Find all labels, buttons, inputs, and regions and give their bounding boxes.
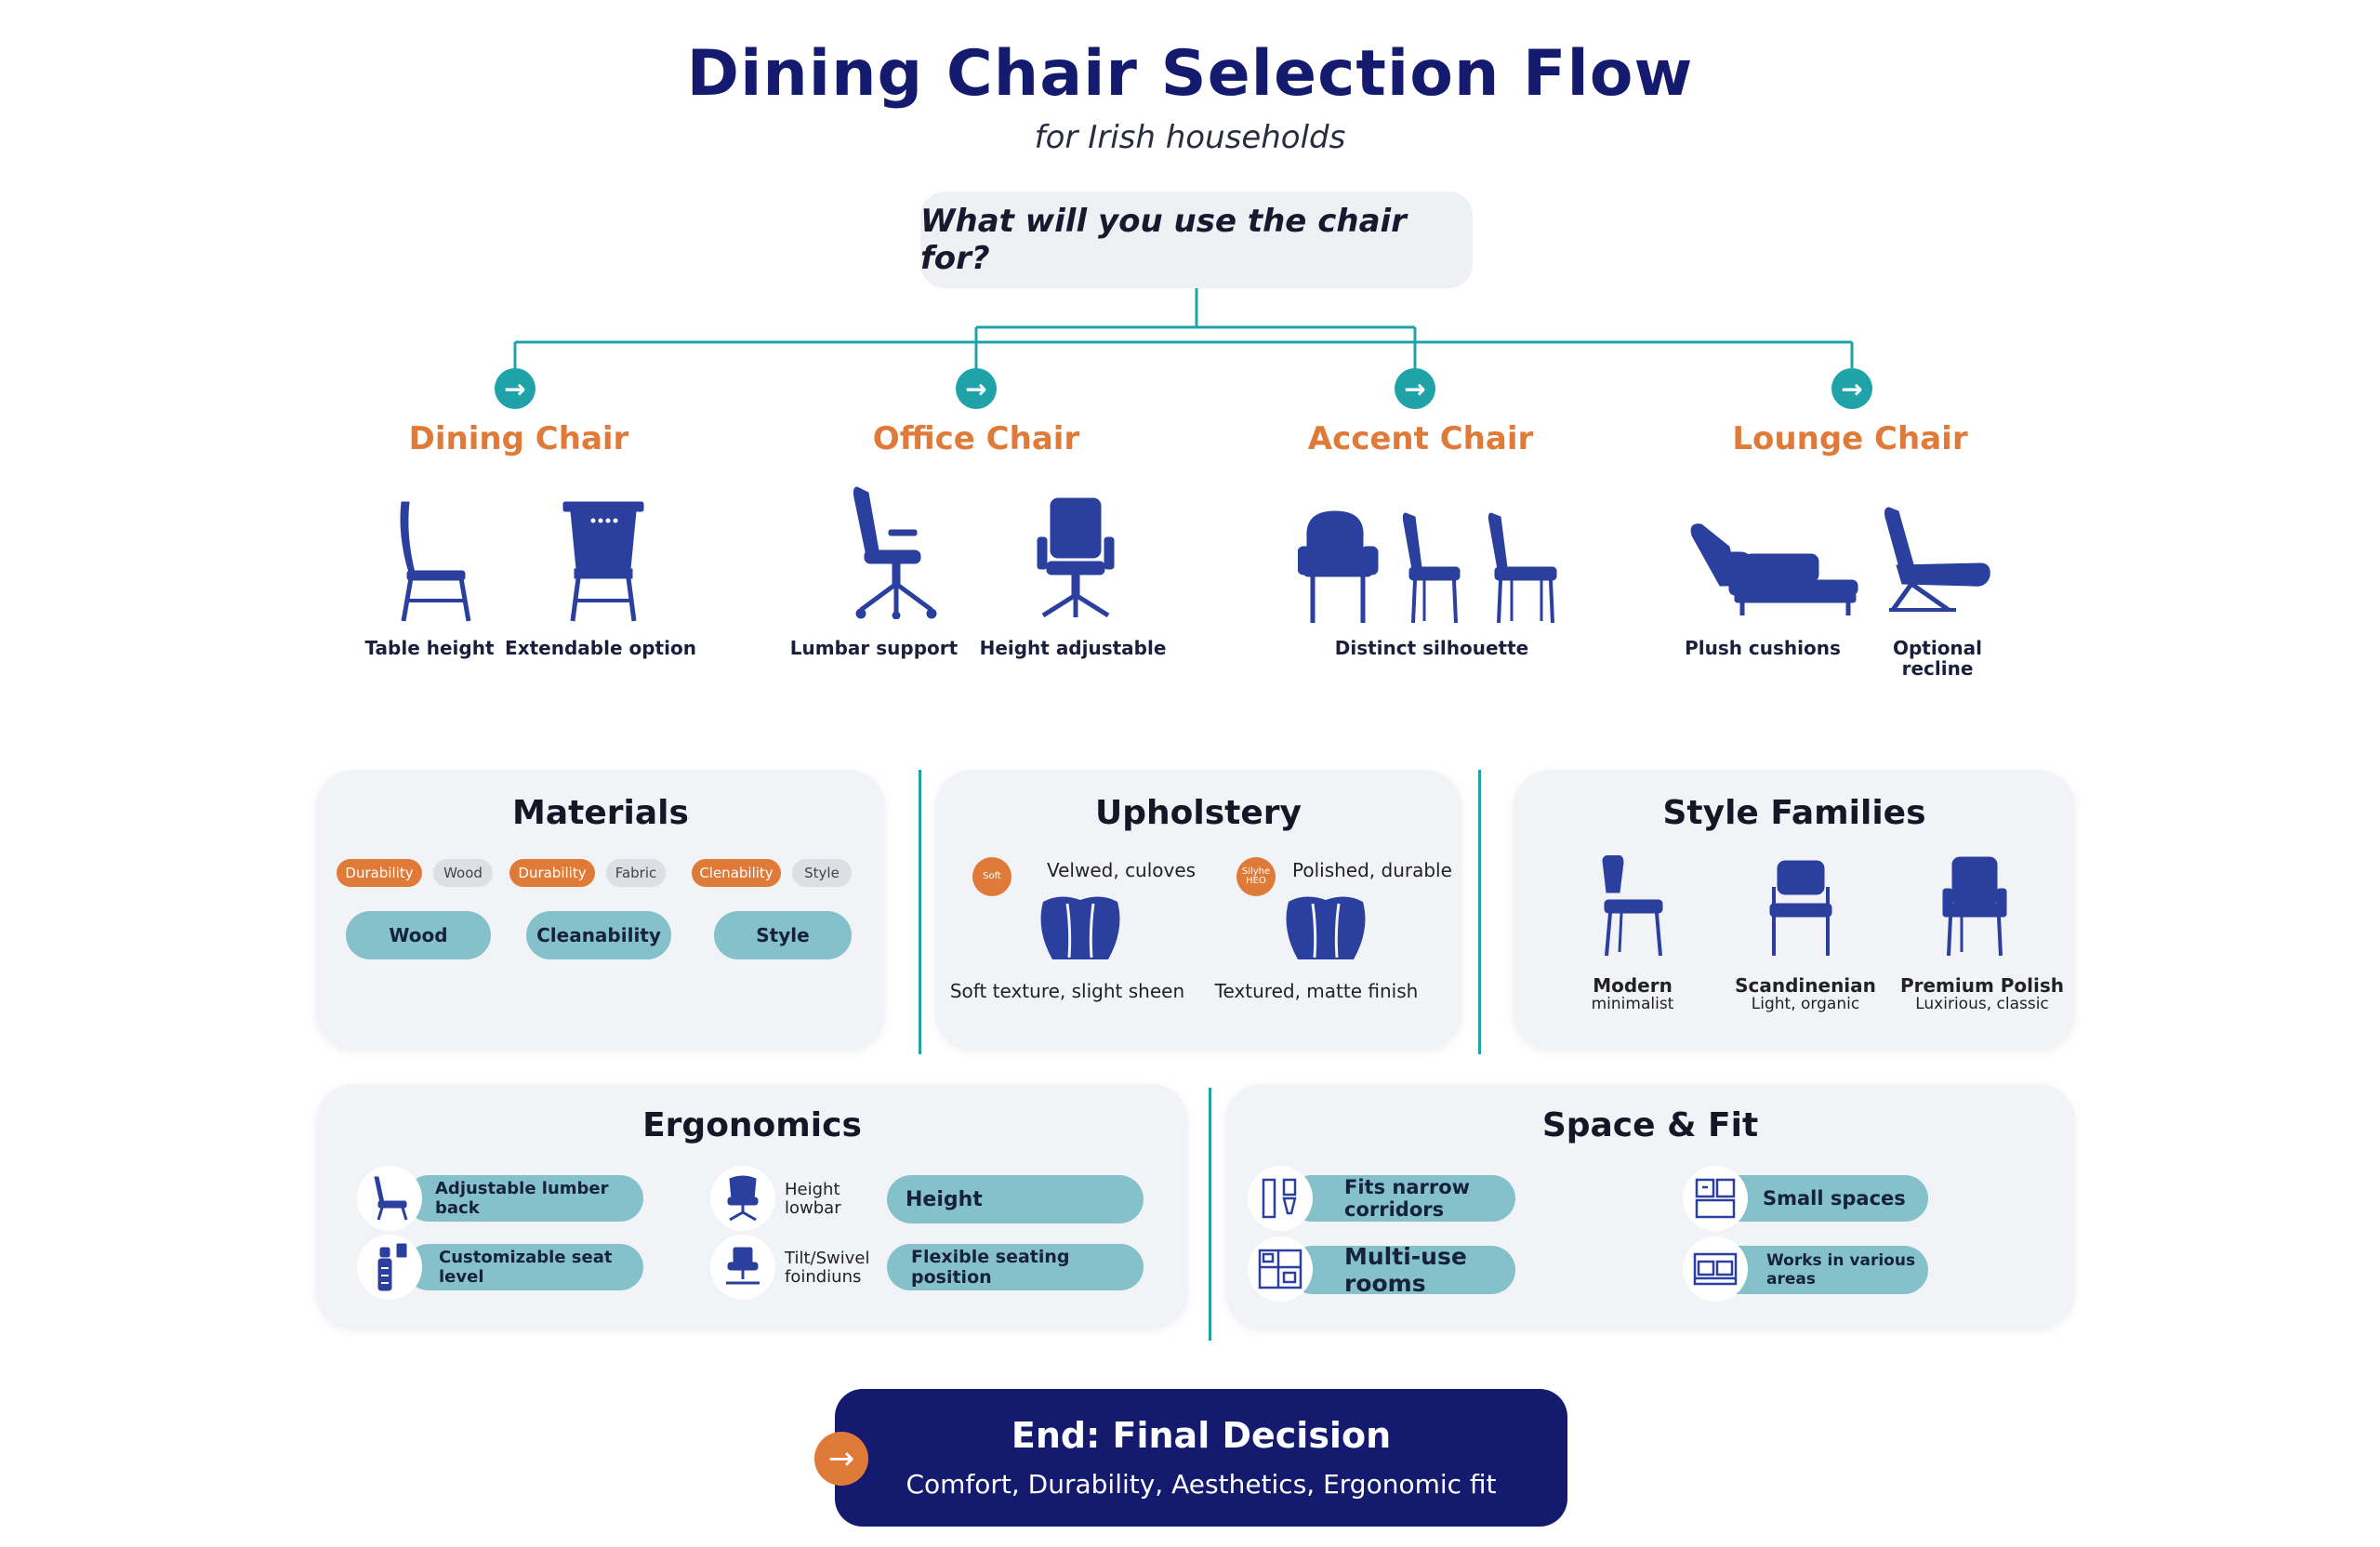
style-name: Modern	[1593, 974, 1673, 997]
upholstery-badge: Silyhe HEO	[1236, 857, 1276, 896]
style-families-title: Style Families	[1662, 794, 1926, 832]
divider	[919, 770, 921, 1054]
feature-label: Distinct silhouette	[1334, 637, 1529, 659]
arrow-right-icon: →	[956, 368, 997, 409]
style-desc: Light, organic	[1751, 995, 1860, 1013]
ergonomics-panel: Ergonomics Adjustable lumber back Custom…	[316, 1084, 1188, 1329]
style-desc: minimalist	[1591, 995, 1674, 1013]
feature-label: Lumbar support	[789, 637, 959, 659]
accent-armchair-icon	[1298, 510, 1379, 623]
upholstery-left-bottom: Soft texture, slight sheen	[949, 980, 1185, 1002]
scandinavian-chair-icon	[1769, 860, 1832, 956]
recliner-chair-icon	[1884, 507, 1990, 613]
ergonomics-pill-height[interactable]: Height	[887, 1175, 1144, 1223]
final-decision-subtitle: Comfort, Durability, Aesthetics, Ergonom…	[906, 1469, 1497, 1500]
materials-title: Materials	[512, 794, 689, 832]
space-item[interactable]: Fits narrow corridors	[1289, 1175, 1515, 1222]
upholstery-title: Upholstery	[1095, 794, 1302, 832]
feature-label: Height adjustable	[979, 637, 1167, 659]
feature-label: Table height	[364, 637, 495, 659]
office-chair-icon	[853, 486, 937, 619]
upholstery-right-top: Polished, durable	[1292, 859, 1452, 881]
ergonomics-item[interactable]: Adjustable lumber back	[405, 1175, 643, 1222]
divider	[1209, 1088, 1211, 1341]
accent-chair-icon	[1402, 512, 1461, 624]
extendable-chair-icon	[562, 501, 644, 622]
page-title: Dining Chair Selection Flow	[686, 37, 1694, 111]
lumbar-chair-icon	[357, 1166, 422, 1231]
category-dining-title: Dining Chair	[408, 420, 629, 457]
arrow-right-icon: →	[495, 368, 536, 409]
style-name: Premium Polish	[1899, 974, 2065, 997]
premium-chair-icon	[1942, 856, 2007, 957]
space-item[interactable]: Multi-use rooms	[1289, 1243, 1515, 1297]
final-decision-box: End: Final Decision Comfort, Durability,…	[835, 1389, 1567, 1527]
space-fit-title: Space & Fit	[1541, 1106, 1759, 1144]
accent-chair-icon	[1488, 512, 1557, 624]
tag-chip: Durability	[337, 859, 422, 887]
upholstery-left-top: Velwed, culoves	[1047, 859, 1197, 881]
arrow-right-icon: →	[1395, 368, 1435, 409]
materials-panel: Materials Durability Wood Durability Fab…	[316, 770, 885, 1051]
height-adjustable-chair-icon	[1037, 497, 1115, 618]
arrow-right-icon: →	[1831, 368, 1872, 409]
category-office-title: Office Chair	[872, 420, 1080, 457]
style-name: Scandinenian	[1735, 974, 1876, 997]
category-lounge-title: Lounge Chair	[1732, 420, 1968, 457]
page-subtitle: for Irish households	[1034, 119, 1346, 156]
tag-chip: Durability	[509, 859, 595, 887]
arrow-right-icon: →	[814, 1432, 868, 1486]
feature-label: Optional recline	[1892, 637, 1983, 680]
final-decision-title: End: Final Decision	[1011, 1415, 1392, 1456]
tag-chip: Style	[792, 859, 852, 887]
flow-connectors	[513, 288, 1854, 368]
style-desc: Luxirious, classic	[1915, 995, 2049, 1013]
upholstery-panel: Upholstery Soft Velwed, culoves Soft tex…	[935, 770, 1461, 1051]
feature-label: Plush cushions	[1685, 637, 1841, 659]
chaise-lounge-icon	[1690, 523, 1858, 615]
materials-pill-cleanability[interactable]: Cleanability	[526, 911, 671, 959]
space-fit-panel: Space & Fit Fits narrow corridors Multi-…	[1225, 1084, 2075, 1329]
tag-chip: Fabric	[606, 859, 666, 887]
office-chair-small-icon	[710, 1166, 775, 1231]
fabric-swatch-icon	[1040, 896, 1120, 959]
question-node: What will you use the chair for?	[920, 192, 1473, 288]
dining-chair-icon	[400, 501, 471, 622]
various-areas-icon	[1683, 1236, 1748, 1302]
feature-label: Extendable option	[505, 637, 696, 659]
tag-chip: Wood	[433, 859, 493, 887]
materials-pill-wood[interactable]: Wood	[346, 911, 491, 959]
tag-chip: Clenability	[692, 859, 781, 887]
upholstery-right-bottom: Textured, matte finish	[1214, 980, 1419, 1002]
category-accent-title: Accent Chair	[1307, 420, 1534, 457]
seat-level-icon	[357, 1235, 422, 1300]
ergonomics-pill-flexible[interactable]: Flexible seating position	[887, 1244, 1144, 1290]
swivel-chair-icon	[710, 1235, 775, 1300]
corridor-icon	[1248, 1166, 1313, 1231]
materials-pill-style[interactable]: Style	[714, 911, 852, 959]
ergonomics-item[interactable]: Customizable seat level	[405, 1244, 643, 1290]
upholstery-badge: Soft	[972, 857, 1012, 896]
divider	[1478, 770, 1481, 1054]
ergonomics-title: Ergonomics	[642, 1106, 862, 1144]
modern-chair-icon	[1602, 855, 1663, 957]
multi-room-icon	[1248, 1236, 1313, 1302]
small-space-icon	[1683, 1166, 1748, 1231]
fabric-swatch-icon	[1286, 896, 1366, 959]
style-families-panel: Style Families Modern minimalist S	[1514, 770, 2075, 1051]
